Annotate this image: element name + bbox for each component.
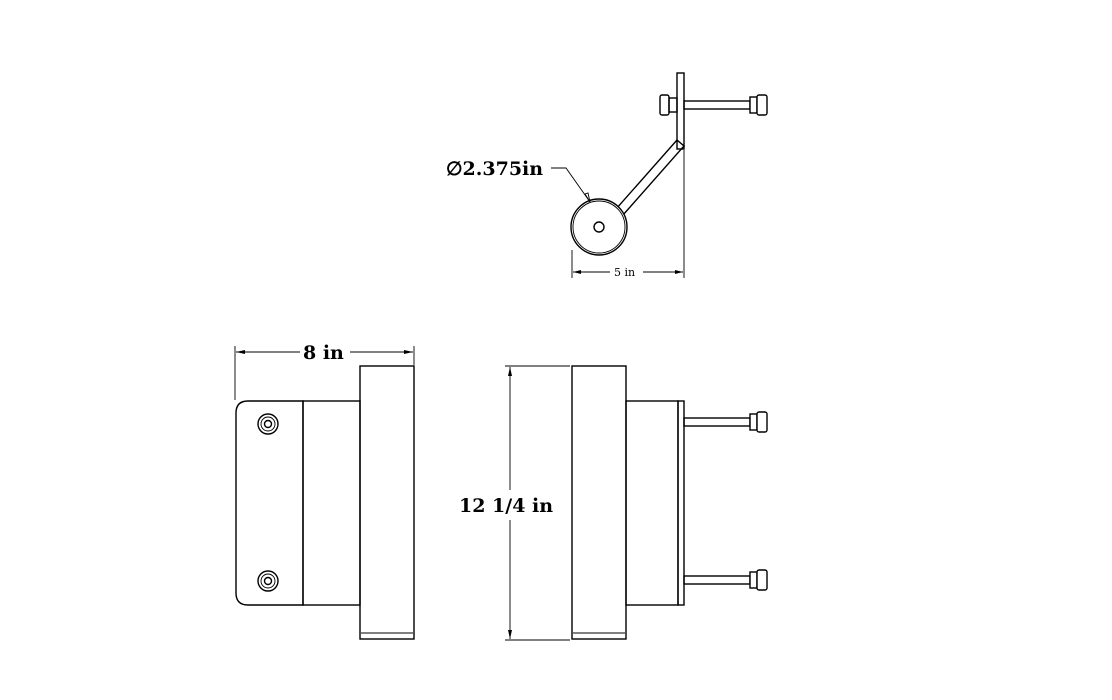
front-width-dimension: 8 in (234, 342, 415, 400)
top-view-pipe-bore (593, 221, 605, 233)
side-view: 12 1/4 in (459, 365, 768, 641)
front-width-label: 8 in (303, 342, 344, 364)
top-width-dimension: 5 in (571, 150, 685, 279)
front-view-bolt-top (257, 413, 279, 435)
front-view: 8 in (234, 342, 415, 640)
top-view-mounting-plate (676, 72, 685, 150)
side-view-mounting-plate (677, 400, 685, 606)
top-view-bolt (659, 94, 768, 116)
height-dimension: 12 1/4 in (459, 365, 570, 641)
front-view-mounting-plate (235, 400, 304, 606)
height-label: 12 1/4 in (459, 495, 553, 517)
front-view-bolt-bottom (257, 570, 279, 592)
front-view-pipe (359, 365, 415, 640)
front-view-arm (302, 400, 361, 606)
side-view-arm (625, 400, 679, 606)
top-view-pipe-inner (572, 200, 626, 254)
top-view-pipe (570, 198, 628, 256)
top-width-label: 5 in (614, 266, 635, 279)
side-view-bolt-top (683, 411, 768, 433)
diameter-leader (551, 167, 591, 203)
diameter-label: ∅2.375in (446, 158, 543, 180)
top-view: ∅2.375in 5 in (446, 72, 768, 279)
side-view-bolt-bottom (683, 569, 768, 591)
side-view-pipe (571, 365, 627, 640)
top-view-arm (615, 139, 685, 216)
